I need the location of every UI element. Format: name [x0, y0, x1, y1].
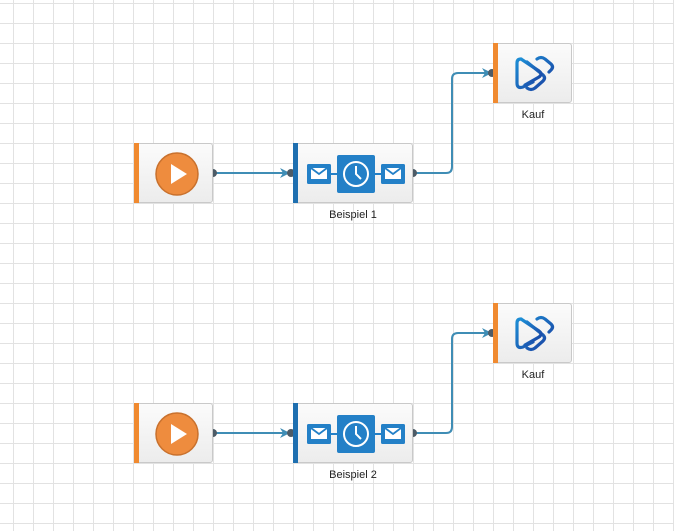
edge-step-to-kauf-1[interactable] — [414, 68, 492, 174]
step-node-1[interactable] — [293, 143, 413, 203]
mail-clock-mail-icon — [307, 415, 405, 453]
mail-clock-mail-icon — [307, 155, 405, 193]
edge-start-to-step-1[interactable] — [214, 168, 290, 178]
step-label: Beispiel 1 — [329, 209, 377, 221]
end-label: Kauf — [521, 109, 545, 121]
edge-step-to-kauf-2[interactable] — [414, 328, 492, 434]
brand-logo-icon — [515, 315, 555, 352]
play-icon — [155, 412, 199, 456]
start-node-1[interactable] — [134, 143, 213, 203]
node-accent-bar — [493, 303, 498, 363]
node-accent-bar — [134, 143, 139, 203]
end-node-kauf-2[interactable] — [493, 303, 572, 363]
clock-icon — [337, 155, 375, 193]
node-accent-bar — [134, 403, 139, 463]
brand-logo-icon — [515, 55, 555, 92]
clock-icon — [337, 415, 375, 453]
edge-start-to-step-2[interactable] — [214, 428, 290, 438]
mail-icon — [307, 164, 331, 184]
play-icon — [155, 152, 199, 196]
end-node-kauf-1[interactable] — [493, 43, 572, 103]
step-node-2[interactable] — [293, 403, 413, 463]
node-accent-bar — [493, 43, 498, 103]
node-accent-bar — [293, 403, 298, 463]
mail-icon — [307, 424, 331, 444]
mail-icon — [381, 164, 405, 184]
node-accent-bar — [293, 143, 298, 203]
end-label: Kauf — [521, 369, 545, 381]
mail-icon — [381, 424, 405, 444]
step-label: Beispiel 2 — [329, 469, 377, 481]
start-node-2[interactable] — [134, 403, 213, 463]
